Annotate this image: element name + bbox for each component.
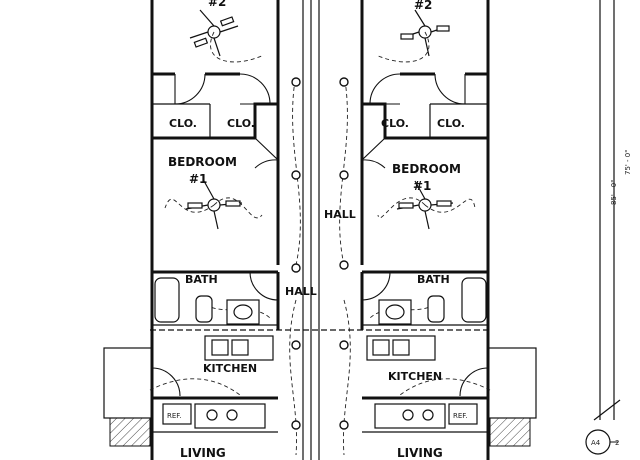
hall-left-label: HALL	[285, 285, 317, 298]
closet-label-2: CLO.	[227, 117, 255, 130]
sheet-tag	[585, 429, 618, 455]
closet-label-1: CLO.	[169, 117, 197, 130]
kitchen-right-label: KITCHEN	[388, 370, 442, 383]
electrical-wiring	[149, 31, 491, 456]
bedroom-left-label: BEDROOM	[168, 155, 237, 169]
ref-right-label: REF.	[453, 412, 467, 420]
dimension-label-b: 85' - 0"	[610, 180, 618, 205]
sheet-number: 2	[615, 439, 619, 447]
dimension-label-a: 75' - 0"	[624, 150, 632, 175]
porches	[103, 347, 537, 447]
bedroom-left-number: #1	[189, 172, 207, 186]
hall-light-fixtures	[291, 77, 349, 430]
bedroom-right-label: BEDROOM	[392, 162, 461, 176]
outer-walls	[150, 0, 492, 460]
kitchen-fixtures	[152, 335, 488, 433]
dimension-line	[593, 0, 621, 421]
bedroom-right-number: #1	[413, 179, 431, 193]
living-right-label: LIVING	[397, 446, 443, 460]
ref-left-label: REF.	[167, 412, 181, 420]
bath-right-label: BATH	[417, 273, 450, 286]
door-swings	[174, 73, 466, 301]
hall-center-label: HALL	[324, 208, 356, 221]
closet-label-3: CLO.	[381, 117, 409, 130]
bedroom2-right-number: #2	[414, 0, 432, 12]
closet-label-4: CLO.	[437, 117, 465, 130]
bedroom2-left-number: #2	[208, 0, 226, 9]
bath-left-label: BATH	[185, 273, 218, 286]
kitchen-left-label: KITCHEN	[203, 362, 257, 375]
living-left-label: LIVING	[180, 446, 226, 460]
sheet-tag-label: A4	[591, 439, 601, 447]
bath-fixtures	[154, 277, 487, 325]
